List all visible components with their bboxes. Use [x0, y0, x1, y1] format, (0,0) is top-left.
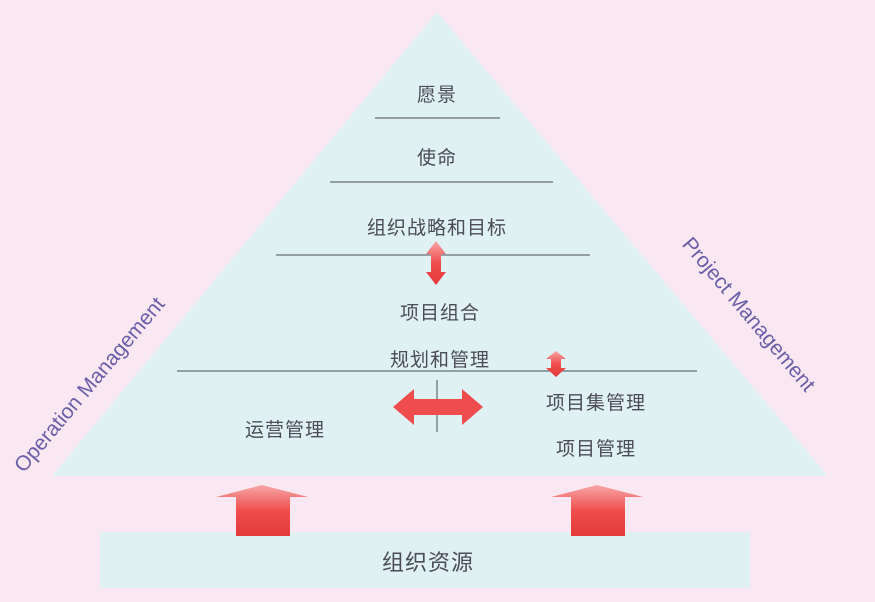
tier-portfolio-line2: 规划和管理	[389, 349, 491, 371]
tier-mission: 使命	[416, 147, 458, 169]
tier-project: 项目管理	[555, 438, 637, 460]
tier-operations: 运营管理	[244, 419, 326, 441]
arrow-strategy-portfolio	[426, 241, 446, 285]
tier-program: 项目集管理	[545, 392, 647, 414]
arrow-up-right	[551, 485, 643, 536]
resources-base	[100, 532, 750, 588]
pyramid-shape	[52, 12, 828, 476]
tier-vision: 愿景	[416, 84, 458, 106]
arrow-operations-projects	[393, 389, 483, 425]
tier-resources: 组织资源	[381, 551, 475, 576]
arrow-portfolio-program	[546, 351, 566, 377]
arrow-up-left	[216, 485, 308, 536]
tier-strategy: 组织战略和目标	[366, 217, 508, 239]
tier-portfolio-line1: 项目组合	[399, 302, 481, 324]
